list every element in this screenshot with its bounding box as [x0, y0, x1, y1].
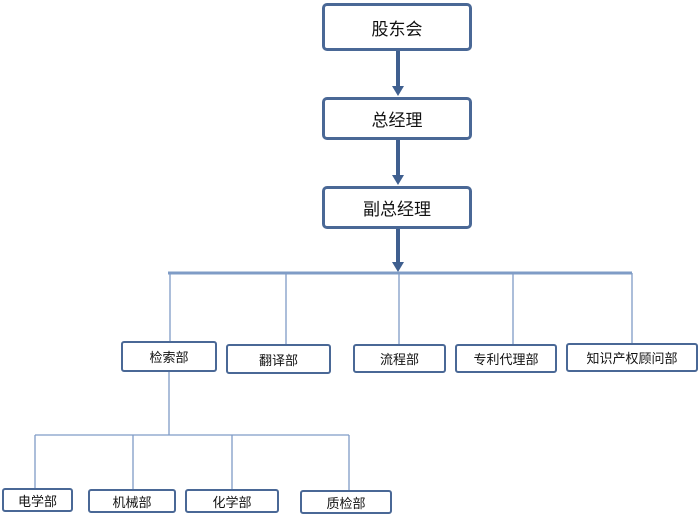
shareholders-meeting-label: 股东会	[371, 19, 423, 40]
general-manager-label: 总经理	[371, 111, 423, 131]
translation-department-label: 翻译部	[258, 353, 298, 369]
process-department-label: 流程部	[379, 353, 419, 368]
mechanical-department-label: 机械部	[112, 495, 152, 511]
patent-agency-department-box: 专利代理部	[455, 344, 557, 373]
deputy-general-manager-label: 副总经理	[363, 200, 431, 220]
ip-consulting-department-box: 知识产权顾问部	[566, 343, 698, 372]
mechanical-department-box: 机械部	[88, 489, 176, 513]
general-manager-box: 总经理	[322, 97, 472, 140]
process-department-box: 流程部	[353, 344, 446, 373]
arrow-shareholders-to-gm	[392, 51, 404, 96]
translation-department-box: 翻译部	[226, 344, 331, 374]
quality-inspection-department-box: 质检部	[300, 490, 392, 514]
chemistry-department-label: 化学部	[212, 495, 252, 511]
electrical-department-box: 电学部	[2, 488, 73, 512]
patent-agency-department-label: 专利代理部	[473, 353, 539, 368]
search-department-box: 检索部	[121, 341, 217, 372]
chemistry-department-box: 化学部	[185, 489, 279, 513]
deputy-general-manager-box: 副总经理	[322, 186, 472, 229]
ip-consulting-department-label: 知识产权顾问部	[586, 352, 678, 367]
shareholders-meeting-box: 股东会	[322, 3, 472, 51]
electrical-department-label: 电学部	[17, 494, 57, 510]
search-department-label: 检索部	[149, 351, 189, 366]
arrow-dgm-to-departments	[392, 229, 404, 272]
quality-inspection-department-label: 质检部	[326, 496, 366, 512]
arrow-gm-to-dgm	[392, 140, 404, 185]
